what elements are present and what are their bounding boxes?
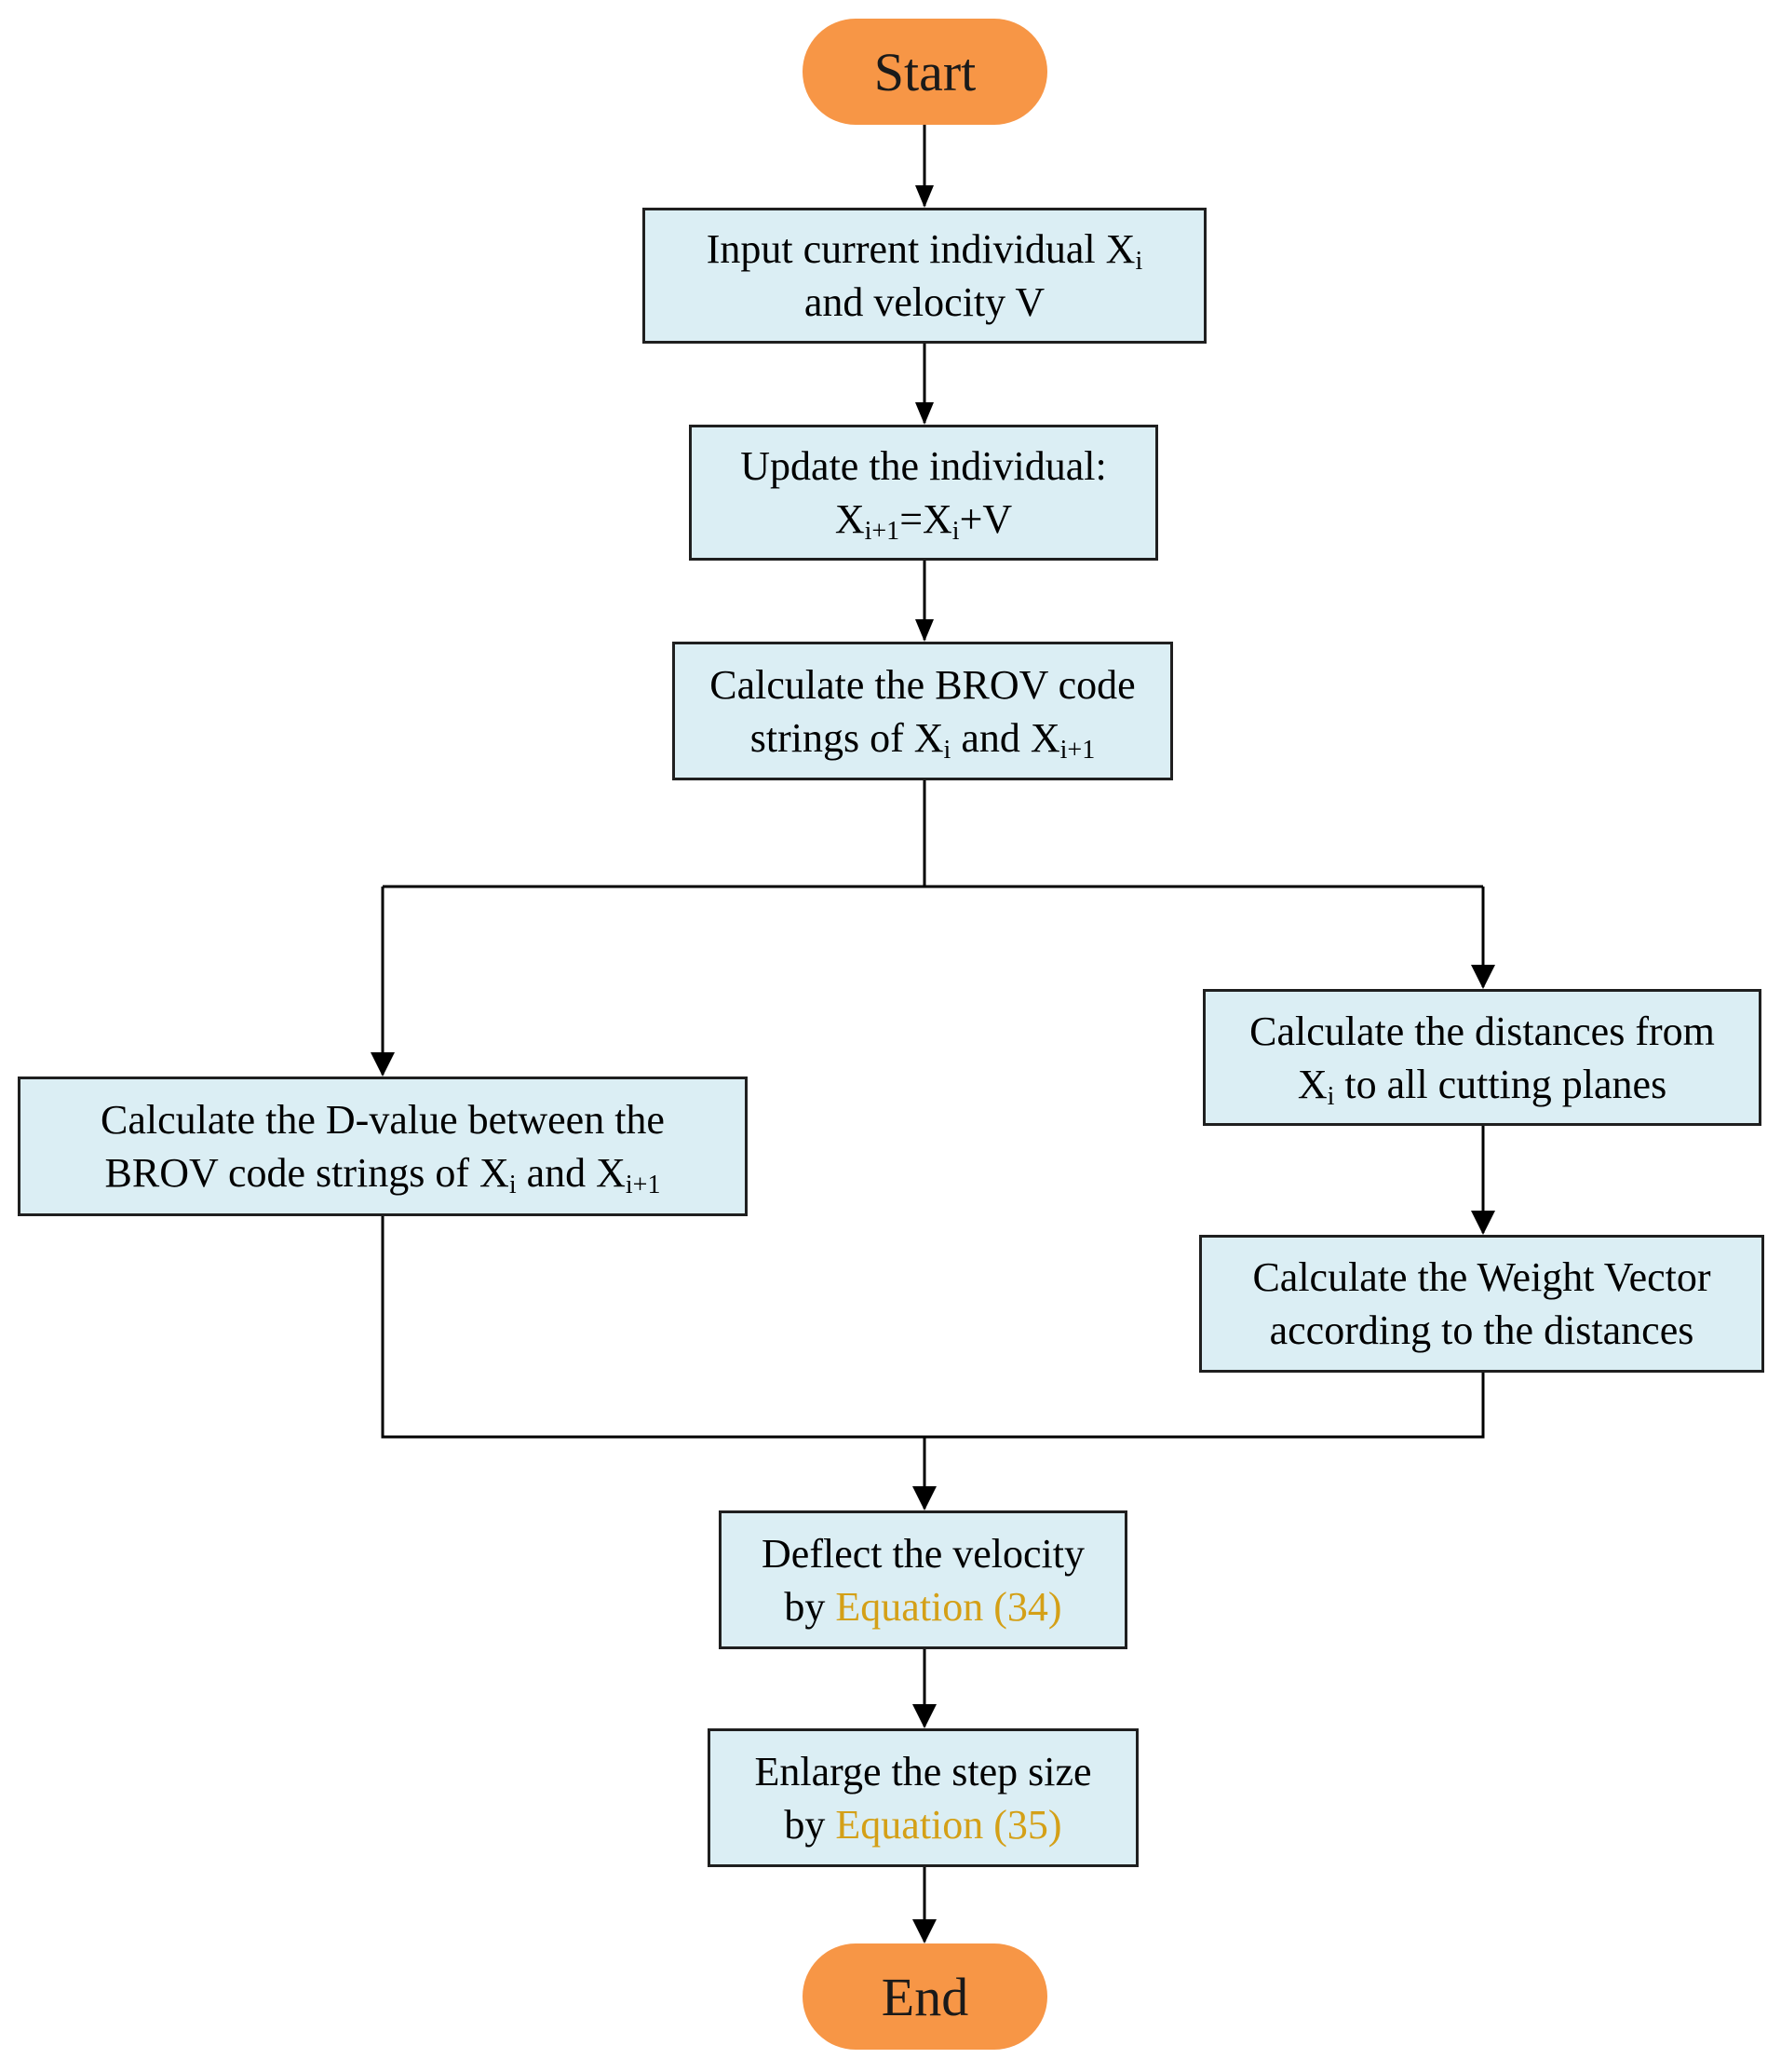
enlarge-line2-by: by	[784, 1801, 836, 1848]
brov-line2-b: and X	[951, 714, 1060, 761]
input-individual-step: Input current individual Xi and velocity…	[642, 208, 1207, 344]
distances-line2-b: to all cutting planes	[1334, 1061, 1667, 1107]
connector-dvalue-merge	[381, 1216, 1485, 1439]
arrowhead-update	[915, 402, 934, 425]
input-line1-sub: i	[1135, 247, 1143, 276]
start-label: Start	[873, 41, 977, 102]
distances-line2-sub1: i	[1327, 1081, 1335, 1111]
arrowhead-enlarge	[912, 1704, 937, 1728]
distances-line1: Calculate the distances from	[1249, 1008, 1715, 1054]
update-individual-step: Update the individual: Xi+1=Xi+V	[689, 425, 1158, 561]
calculate-distances-step: Calculate the distances from Xi to all c…	[1203, 989, 1761, 1126]
arrowhead-end	[912, 1919, 937, 1943]
equation-35-link[interactable]: Equation (35)	[835, 1801, 1062, 1848]
start-terminal: Start	[803, 19, 1047, 125]
arrowhead-distances	[1471, 965, 1495, 989]
enlarge-line1: Enlarge the step size	[754, 1748, 1092, 1794]
dvalue-line2-sub2: i+1	[625, 1171, 661, 1199]
weight-line1: Calculate the Weight Vector	[1252, 1254, 1711, 1300]
distances-line2-a: X	[1297, 1061, 1328, 1107]
update-formula-plus-v: +V	[959, 496, 1013, 542]
dvalue-line2-sub1: i	[508, 1171, 517, 1199]
arrowhead-dvalue	[371, 1052, 395, 1077]
update-formula-sub1: i+1	[864, 517, 900, 546]
arrowhead-brov	[915, 619, 934, 642]
brov-line1: Calculate the BROV code	[709, 661, 1136, 708]
arrowhead-deflect	[912, 1486, 937, 1510]
dvalue-line2-a: BROV code strings of X	[104, 1150, 509, 1196]
calculate-weight-vector-step: Calculate the Weight Vector according to…	[1199, 1235, 1764, 1373]
end-terminal: End	[803, 1943, 1047, 2050]
dvalue-line1: Calculate the D-value between the	[101, 1097, 665, 1143]
dvalue-line2-b: and X	[516, 1150, 626, 1196]
calculate-brov-step: Calculate the BROV code strings of Xi an…	[672, 642, 1173, 780]
equation-34-link[interactable]: Equation (34)	[835, 1583, 1062, 1630]
brov-line2-a: strings of X	[749, 714, 944, 761]
arrowhead-weight	[1471, 1211, 1495, 1235]
deflect-line2-by: by	[784, 1583, 836, 1630]
update-line1: Update the individual:	[740, 443, 1107, 489]
update-formula-x: X	[834, 496, 865, 542]
update-formula-eq: =X	[899, 496, 952, 542]
update-formula-sub2: i	[951, 517, 960, 546]
weight-line2: according to the distances	[1269, 1307, 1694, 1353]
brov-line2-sub2: i+1	[1059, 735, 1096, 765]
input-line2: and velocity V	[803, 279, 1046, 325]
arrowhead-input	[915, 185, 934, 208]
brov-line2-sub1: i	[943, 735, 951, 765]
enlarge-step-size-step: Enlarge the step size by Equation (35)	[708, 1728, 1139, 1867]
deflect-velocity-step: Deflect the velocity by Equation (34)	[719, 1510, 1127, 1649]
input-line1: Input current individual X	[706, 226, 1136, 272]
end-label: End	[881, 1966, 969, 2027]
deflect-line1: Deflect the velocity	[762, 1530, 1085, 1577]
calculate-dvalue-step: Calculate the D-value between the BROV c…	[18, 1077, 748, 1216]
